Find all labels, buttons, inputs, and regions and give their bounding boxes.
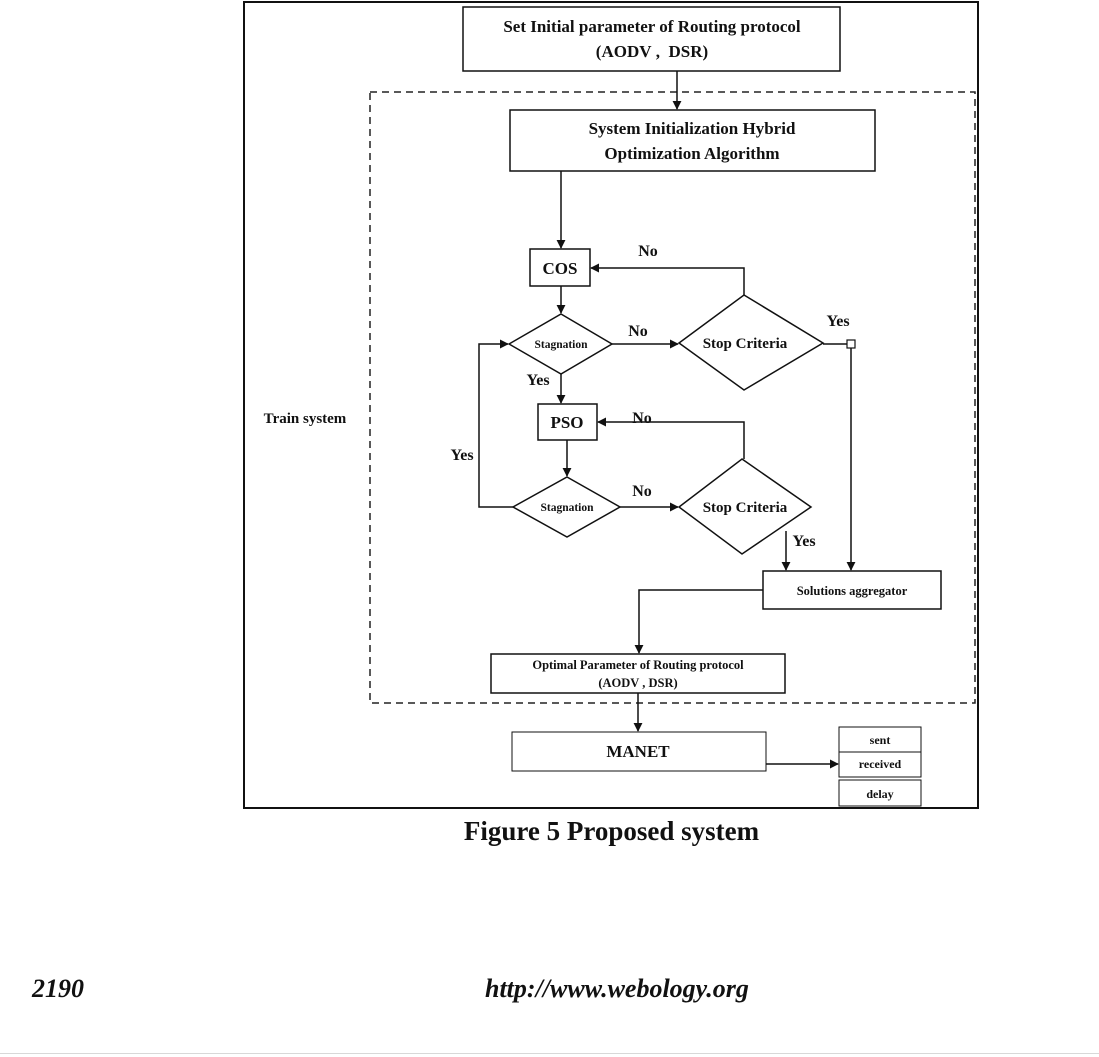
junction-marker bbox=[846, 339, 856, 349]
edge-stop-criteria-1-to-aggregator bbox=[823, 343, 856, 571]
edge-stop-criteria-2-to-pso bbox=[597, 417, 745, 459]
solutions-aggregator-label: Solutions aggregator bbox=[797, 584, 908, 598]
metric-sent-box bbox=[838, 726, 922, 753]
stagnation-label-1: Stagnation bbox=[534, 339, 588, 351]
set-initial-parameter-subtitle: (AODV , DSR) bbox=[596, 42, 708, 61]
system-initialization-subtitle: Optimization Algorithm bbox=[604, 144, 779, 163]
stop-criteria-diamond-1 bbox=[677, 294, 825, 391]
metric-received-label: received bbox=[859, 757, 902, 771]
system-initialization-title: System Initialization Hybrid bbox=[589, 119, 796, 138]
figure-caption: Figure 5 Proposed system bbox=[463, 816, 760, 846]
optimal-parameter-title: Optimal Parameter of Routing protocol bbox=[532, 658, 744, 672]
stop-criteria-label-2: Stop Criteria bbox=[703, 500, 788, 516]
manet-box bbox=[511, 731, 767, 772]
set-initial-parameter-box bbox=[462, 6, 841, 72]
edge-label-stop1-yes: Yes bbox=[826, 313, 849, 330]
manet-label: MANET bbox=[606, 742, 670, 761]
edge-label-stop1-no: No bbox=[638, 243, 658, 260]
pso-box bbox=[537, 403, 598, 441]
page-number: 2190 bbox=[32, 974, 84, 1003]
optimal-parameter-subtitle: (AODV , DSR) bbox=[598, 676, 677, 690]
stagnation-diamond-2 bbox=[511, 476, 622, 538]
metric-delay-label: delay bbox=[866, 787, 893, 801]
edge-label-stag1-yes: Yes bbox=[526, 372, 549, 389]
solutions-aggregator-box bbox=[762, 570, 942, 610]
edge-label-stag2-yes: Yes bbox=[450, 447, 473, 464]
edge-label-stag2-no: No bbox=[632, 483, 652, 500]
train-system-label: Train system bbox=[264, 411, 347, 427]
footer-url: http://www.webology.org bbox=[485, 974, 749, 1003]
system-initialization-box bbox=[509, 109, 876, 172]
edge-label-stop2-no: No bbox=[632, 410, 652, 427]
metric-received-box bbox=[838, 751, 922, 778]
stop-criteria-label-1: Stop Criteria bbox=[703, 336, 788, 352]
train-system-region bbox=[369, 91, 976, 704]
figure-frame bbox=[243, 1, 979, 809]
cos-box bbox=[529, 248, 591, 287]
metric-sent-label: sent bbox=[870, 733, 891, 747]
page-bottom-rule bbox=[0, 1053, 1099, 1054]
stop-criteria-diamond-2 bbox=[677, 458, 813, 555]
stagnation-label-2: Stagnation bbox=[540, 502, 594, 514]
edge-stagnation-2-to-stagnation-1 bbox=[478, 339, 513, 508]
edge-stop-criteria-1-to-cos bbox=[590, 263, 745, 295]
optimal-parameter-box bbox=[490, 653, 786, 694]
edge-label-stop2-yes: Yes bbox=[792, 533, 815, 550]
set-initial-parameter-title: Set Initial parameter of Routing protoco… bbox=[503, 17, 801, 36]
edge-aggregator-to-optimal bbox=[634, 589, 763, 654]
cos-label: COS bbox=[543, 259, 578, 278]
metric-delay-box bbox=[838, 779, 922, 807]
edge-label-stag1-no: No bbox=[628, 323, 648, 340]
pso-label: PSO bbox=[550, 413, 583, 432]
